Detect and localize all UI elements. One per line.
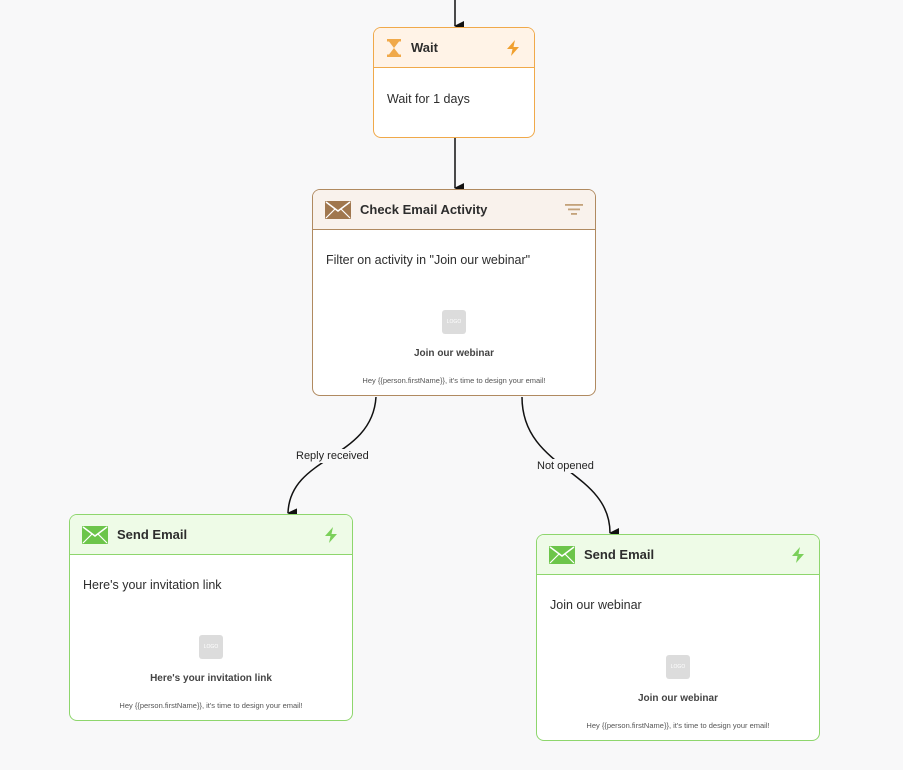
wait-node-title: Wait [411,40,438,55]
send-node-right-description: Join our webinar [550,598,642,612]
send-email-node-right[interactable]: Send Email Join our webinar LOGO Join ou… [536,534,820,741]
filter-icon[interactable] [565,202,583,218]
email-preview: LOGO Join our webinar Hey {{person.first… [319,310,589,385]
edge-label-reply-received: Reply received [294,449,371,463]
wait-node-description: Wait for 1 days [387,92,470,106]
preview-heading: Join our webinar [637,693,718,704]
send-node-right-title: Send Email [584,547,655,562]
logo-placeholder-icon: LOGO [442,310,466,334]
check-email-activity-node[interactable]: Check Email Activity Filter on activity … [312,189,596,396]
check-node-title: Check Email Activity [360,202,488,217]
email-preview: LOGO Here's your invitation link Hey {{p… [76,635,346,710]
wait-node-header: Wait [374,28,534,68]
wait-node[interactable]: Wait Wait for 1 days [373,27,535,138]
lightning-icon[interactable] [789,546,807,564]
send-node-right-header: Send Email [537,535,819,575]
envelope-icon [82,525,108,544]
lightning-icon[interactable] [504,39,522,57]
email-preview: LOGO Join our webinar Hey {{person.first… [543,655,813,730]
preview-heading: Here's your invitation link [150,673,272,684]
hourglass-icon [386,38,402,57]
logo-placeholder-icon: LOGO [666,655,690,679]
preview-text: Hey {{person.firstName}}, it's time to d… [119,701,303,710]
check-node-header: Check Email Activity [313,190,595,230]
send-email-node-left[interactable]: Send Email Here's your invitation link L… [69,514,353,721]
envelope-icon [325,200,351,219]
logo-placeholder-icon: LOGO [199,635,223,659]
lightning-icon[interactable] [322,526,340,544]
preview-heading: Join our webinar [413,348,494,359]
envelope-icon [549,545,575,564]
edge-label-not-opened: Not opened [535,459,596,473]
send-node-left-header: Send Email [70,515,352,555]
preview-text: Hey {{person.firstName}}, it's time to d… [362,376,546,385]
send-node-left-description: Here's your invitation link [83,578,222,592]
check-node-description: Filter on activity in "Join our webinar" [326,253,531,267]
preview-text: Hey {{person.firstName}}, it's time to d… [586,721,770,730]
send-node-left-title: Send Email [117,527,188,542]
